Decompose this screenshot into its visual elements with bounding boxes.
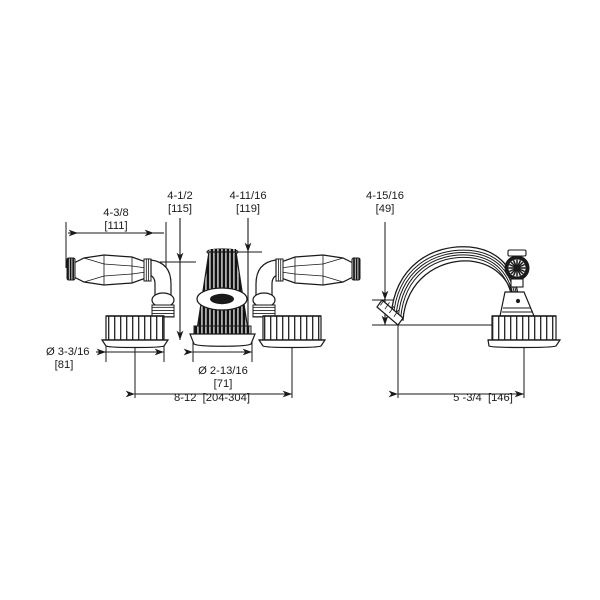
handle-reach-mm: [111] — [104, 220, 127, 232]
rosette-stem — [510, 278, 524, 288]
left-base-foot — [100, 339, 170, 349]
right-handle-elbow — [252, 259, 277, 318]
handle-height-value: 4-1/2 — [167, 190, 193, 202]
left-lever-outline — [73, 254, 147, 286]
left-lever-collar — [143, 258, 152, 282]
diverter-base-diameter-value: Ø 2-13/16 — [198, 365, 248, 377]
left-lever-collar-ribs — [145, 259, 150, 281]
rosette-hub — [513, 264, 521, 272]
diverter-base-band — [193, 325, 252, 335]
right-lever-outline — [280, 254, 354, 286]
right-base-foot — [257, 339, 327, 349]
right-lever-facets — [280, 255, 344, 285]
left-base-fluting — [105, 315, 165, 341]
spout-neck-bands — [502, 307, 533, 313]
right-lever-collar-ribs — [277, 259, 282, 281]
dimension-label-handle-height: 4-1/2 [115] — [167, 190, 193, 215]
right-lever-end-cap — [351, 257, 361, 281]
diverter-foot — [189, 333, 256, 347]
dimension-label-handle-base-diameter: Ø 3-3/16 [81] — [46, 346, 90, 371]
spout-neck-screw — [515, 298, 521, 304]
right-handle — [252, 254, 361, 349]
diverter-height-value: 4-11/16 — [229, 190, 266, 202]
right-collar-rings — [252, 304, 276, 318]
dimension-label-handle-reach: 4-3/8 [111] — [103, 207, 129, 232]
dimension-label-diverter-base-diameter: Ø 2-13/16 [71] — [198, 365, 248, 390]
right-handle-base — [257, 315, 327, 349]
diverter-outlet-hole — [210, 293, 234, 305]
handle-height-mm: [115] — [168, 203, 192, 215]
left-collar-rings — [151, 304, 175, 318]
left-handle-lever — [66, 254, 152, 286]
dimension-label-diverter-height: 4-11/16 [119] — [229, 190, 266, 215]
handle-reach-value: 4-3/8 — [103, 207, 129, 219]
right-base-fluting — [262, 315, 322, 341]
handle-base-diameter-mm: [81] — [55, 359, 74, 371]
right-lever-collar — [275, 258, 284, 282]
rosette-cap — [507, 249, 527, 257]
left-lever-end-cap — [66, 257, 76, 281]
rosette-knob — [504, 249, 530, 288]
spout-outlet-height-mm: [49] — [376, 203, 395, 215]
arched-spout — [376, 246, 562, 349]
left-handle-elbow — [150, 259, 175, 318]
diverter-height-mm: [119] — [236, 203, 260, 215]
diverter-base-diameter-mm: [71] — [214, 378, 233, 390]
handle-base-diameter-value: Ø 3-3/16 — [46, 346, 90, 358]
dimension-label-spout-outlet-height: 4-15/16 [49] — [366, 190, 404, 215]
left-handle — [66, 254, 175, 349]
spout-base-fluting — [491, 315, 557, 341]
spout-outlet-height-value: 4-15/16 — [366, 190, 404, 202]
spout-outlet-ribs — [380, 298, 399, 318]
spout-base-foot — [487, 339, 562, 349]
dimension-labels: 4-3/8 [111] 4-1/2 [115] 4-11/16 [119] 4-… — [46, 190, 513, 404]
spout-base — [487, 315, 562, 349]
dimension-lines — [68, 218, 525, 398]
left-handle-base — [100, 315, 170, 349]
